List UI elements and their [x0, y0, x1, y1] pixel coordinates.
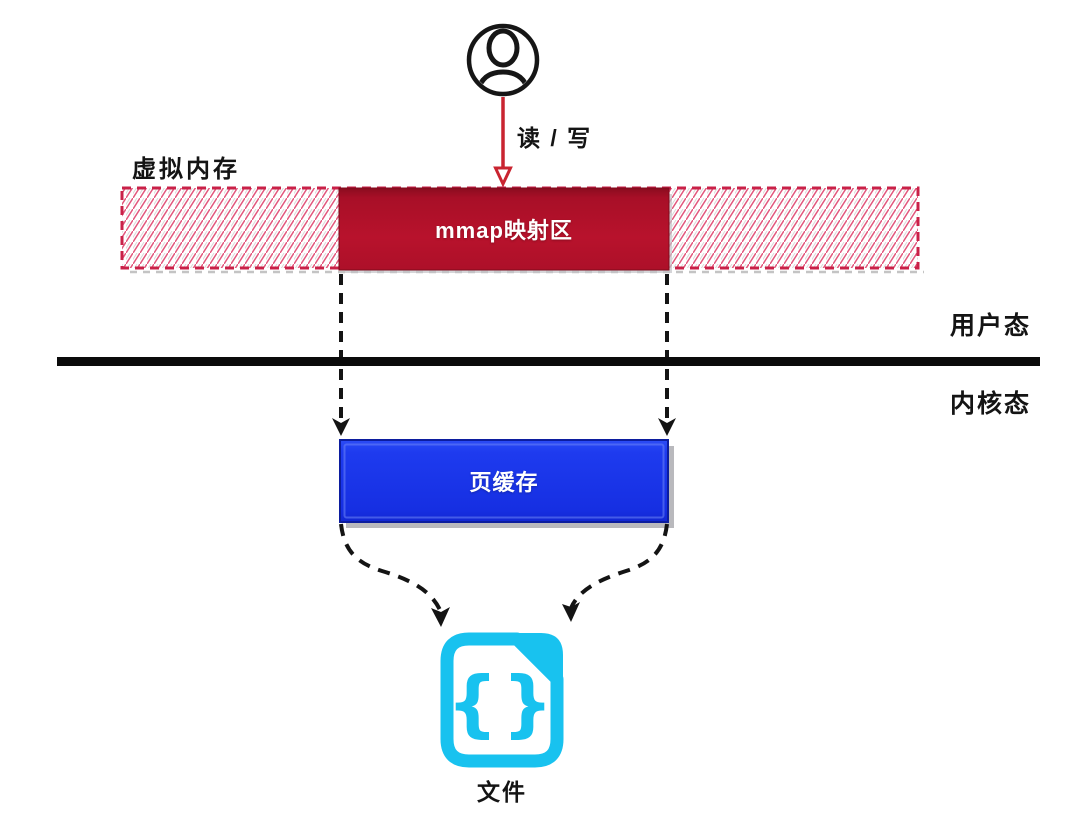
file-icon: {}	[440, 632, 564, 768]
read-write-label: 读 / 写	[517, 125, 593, 151]
pagecache-to-file-arrow-right	[562, 523, 669, 622]
user-icon	[466, 23, 540, 97]
mmap-region-box	[338, 187, 672, 273]
user-mode-label: 用户态	[950, 312, 1032, 340]
mmap-region-label: mmap映射区	[435, 218, 573, 243]
page-cache-label: 页缓存	[469, 470, 539, 495]
read-write-arrow	[493, 97, 513, 188]
pagecache-to-file-arrow-left	[339, 523, 450, 627]
mode-divider-line	[57, 357, 1040, 366]
file-icon-braces: {}	[447, 661, 558, 745]
kernel-mode-label: 内核态	[950, 390, 1032, 418]
page-cache-box-graphic	[339, 439, 674, 528]
mmap-to-pagecache-arrow-right	[658, 274, 676, 436]
file-label: 文件	[477, 779, 527, 805]
virtual-memory-label: 虚拟内存	[132, 156, 240, 183]
mmap-to-pagecache-arrow-left	[332, 274, 350, 436]
